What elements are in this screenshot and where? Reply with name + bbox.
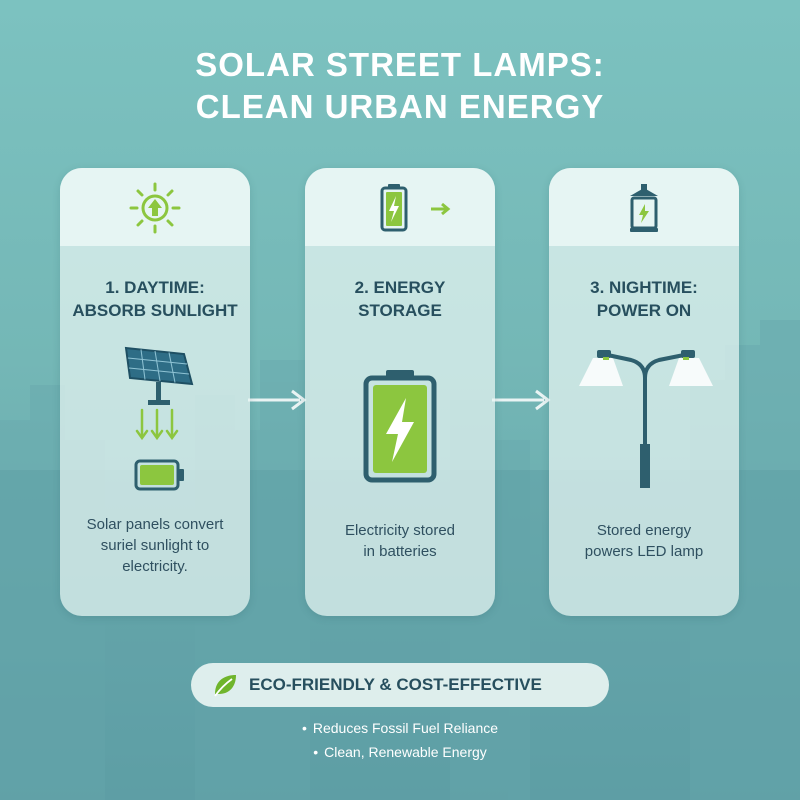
lantern-icon <box>630 184 658 232</box>
card-description: Solar panels convert suriel sunlight to … <box>86 516 224 575</box>
title-line-2: CLEAN URBAN ENERGY <box>195 88 605 125</box>
bullet-icon: • <box>301 720 307 736</box>
card-description: Electricity stored in batteries <box>344 522 456 560</box>
large-battery-icon <box>363 370 437 483</box>
list-item: •Clean, Renewable Energy <box>0 740 800 764</box>
battery-charging-icon <box>380 184 451 232</box>
eco-banner: ECO-FRIENDLY & COST-EFFECTIVE <box>191 663 609 707</box>
battery-icon <box>134 459 184 491</box>
solar-panel-icon <box>124 346 194 405</box>
step-card-daytime: 1. DAYTIME: ABSORB SUNLIGHT Solar panels… <box>60 168 250 616</box>
step-card-nighttime: 3. NIGHTIME: POWER ON Stored energy powe… <box>549 168 739 616</box>
arrow-right-icon <box>248 389 307 411</box>
card-title: 1. DAYTIME: ABSORB SUNLIGHT <box>72 278 238 320</box>
title-line-1: SOLAR STREET LAMPS: <box>195 46 605 83</box>
list-item: •Reduces Fossil Fuel Reliance <box>0 716 800 740</box>
banner-text: ECO-FRIENDLY & COST-EFFECTIVE <box>249 675 542 694</box>
bullet-icon: • <box>313 744 319 760</box>
step-card-storage: 2. ENERGY STORAGE Electricity stored in … <box>305 168 495 616</box>
benefit-list: •Reduces Fossil Fuel Reliance •Clean, Re… <box>0 716 800 764</box>
card-title: 3. NIGHTIME: POWER ON <box>590 278 698 320</box>
leaf-icon <box>214 675 236 697</box>
down-arrows-icon <box>135 408 179 441</box>
sun-icon <box>129 182 181 234</box>
street-lamp-icon <box>579 350 713 488</box>
arrow-right-icon <box>492 389 551 411</box>
card-title: 2. ENERGY STORAGE <box>354 278 446 320</box>
page-title: SOLAR STREET LAMPS: CLEAN URBAN ENERGY <box>0 44 800 128</box>
card-description: Stored energy powers LED lamp <box>584 522 704 560</box>
